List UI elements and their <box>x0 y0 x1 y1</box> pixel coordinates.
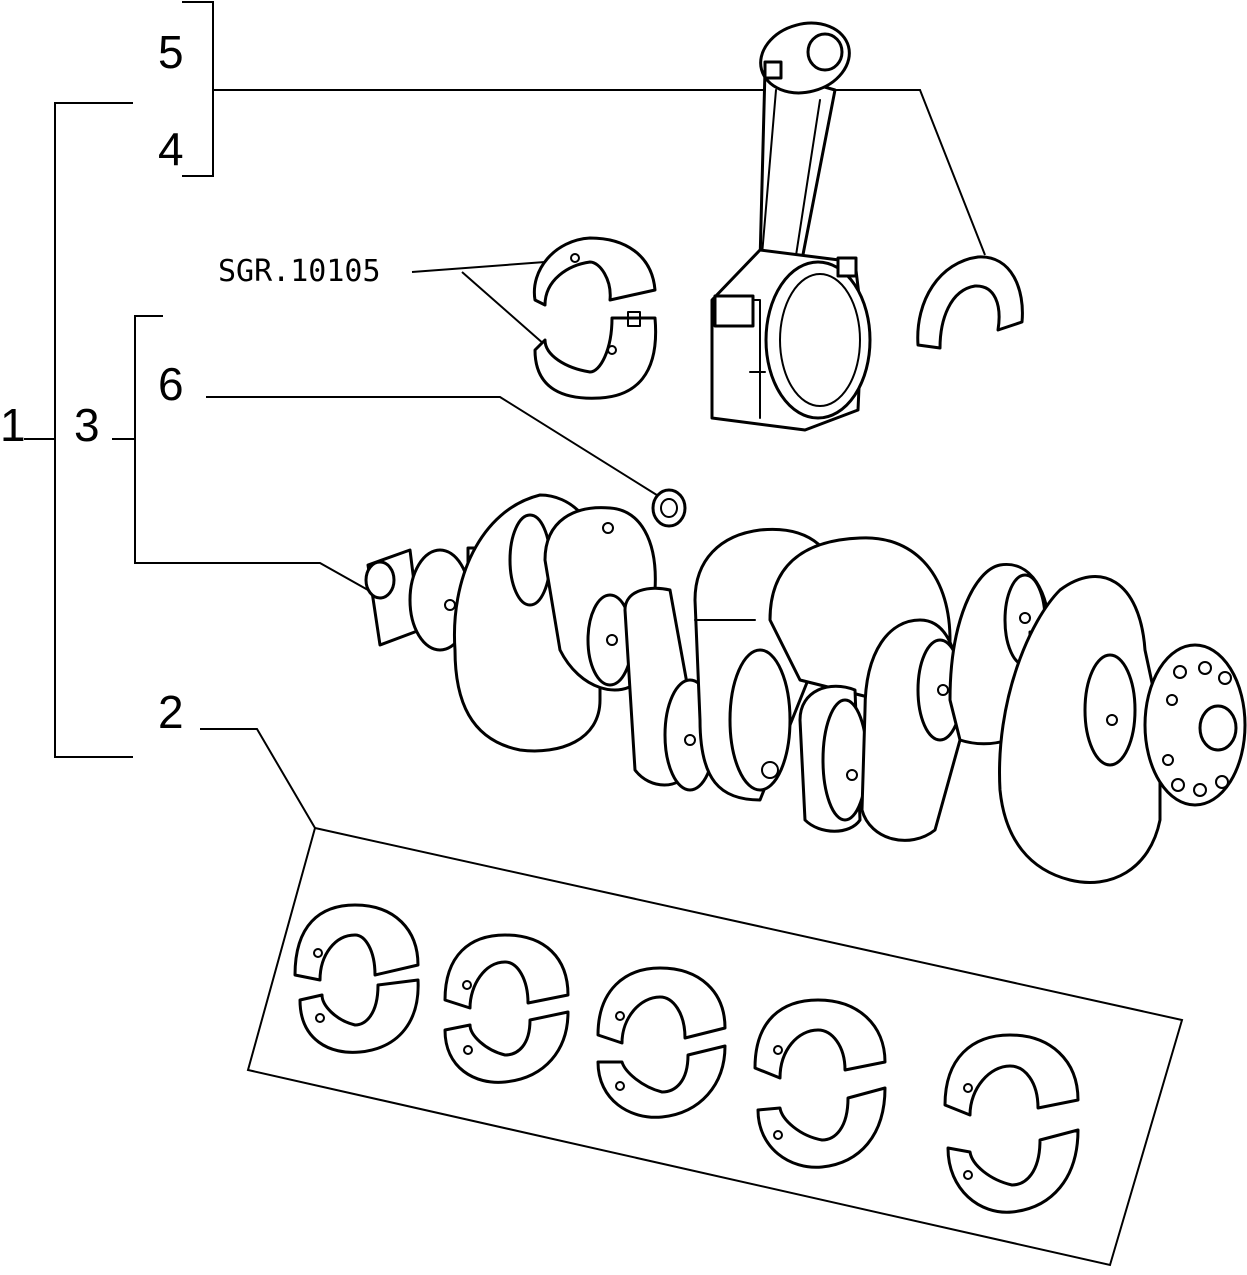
connecting-rod <box>710 21 872 432</box>
main-bearing-shell-pair <box>943 1033 1080 1214</box>
main-bearing-shell-pair <box>293 903 420 1054</box>
main-bearing-shell-pair <box>596 966 727 1119</box>
crankshaft <box>364 493 1247 884</box>
main-bearing-shell-pair <box>443 933 570 1084</box>
leader-lines <box>24 1 986 829</box>
callout-1: 1 <box>0 399 26 451</box>
plug-item-6 <box>651 488 687 528</box>
callout-3: 3 <box>74 399 100 451</box>
conrod-bearing-shells <box>532 236 658 400</box>
reference-code-label: SGR.10105 <box>218 254 381 289</box>
main-bearing-shells-set <box>246 826 1184 1267</box>
callout-5: 5 <box>158 26 184 78</box>
callout-4: 4 <box>158 123 184 175</box>
callout-6: 6 <box>158 358 184 410</box>
thrust-half-washer <box>916 255 1024 350</box>
main-bearing-shell-pair <box>753 998 887 1169</box>
callout-2: 2 <box>158 686 184 738</box>
